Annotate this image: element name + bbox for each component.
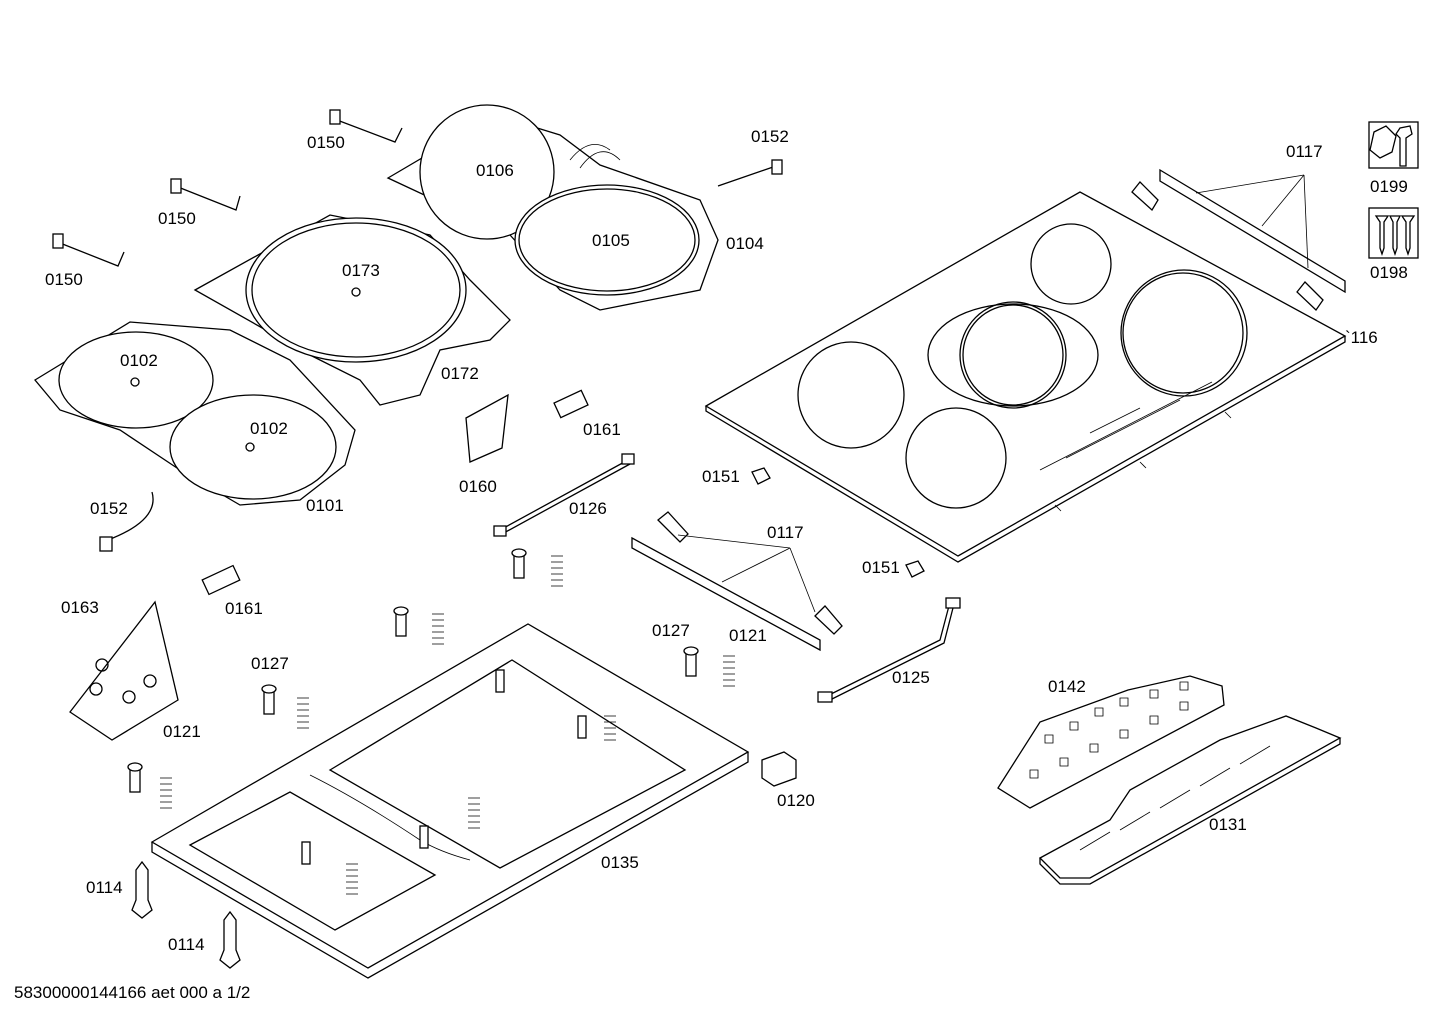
housing-0131 xyxy=(1038,715,1342,885)
cooktop-glass xyxy=(704,191,1347,563)
label-0142: 0142 xyxy=(1048,677,1086,696)
label-0161-b: 0161 xyxy=(225,599,263,618)
label-0117-a: 0117 xyxy=(1286,142,1323,161)
heating-plate-0172 xyxy=(193,214,511,406)
pcb-0142 xyxy=(997,675,1225,809)
screw-bag-0163 xyxy=(69,600,179,741)
label-0172: 0172 xyxy=(441,364,479,383)
label-0105: 0105 xyxy=(592,231,630,250)
bracket-0117-top xyxy=(1131,168,1346,311)
feet-and-springs xyxy=(127,548,735,969)
label-0127-b: 0127 xyxy=(251,654,289,673)
label-0131: 0131 xyxy=(1209,815,1247,834)
document-footer: 58300000144166 aet 000 a 1/2 xyxy=(14,983,251,1002)
label-0106: 0106 xyxy=(476,161,514,180)
label-0150-c: 0150 xyxy=(45,270,83,289)
label-0135: 0135 xyxy=(601,853,639,872)
label-0116: `116 xyxy=(1345,328,1378,347)
label-0173: 0173 xyxy=(342,261,380,280)
label-0151-b: 0151 xyxy=(862,558,900,577)
label-0126: 0126 xyxy=(569,499,607,518)
wrench-icon xyxy=(1368,121,1419,169)
misc-parts xyxy=(201,389,961,703)
label-0125: 0125 xyxy=(892,668,930,687)
label-0121-a: 0121 xyxy=(729,626,767,645)
label-0101: 0101 xyxy=(306,496,344,515)
label-0150-b: 0150 xyxy=(158,209,196,228)
label-0121-b: 0121 xyxy=(163,722,201,741)
label-0151-a: 0151 xyxy=(702,467,740,486)
cable-parts xyxy=(52,109,783,552)
bracket-0117-middle xyxy=(631,511,843,652)
frame-0135 xyxy=(150,623,750,979)
label-0102-a: 0102 xyxy=(120,351,158,370)
screws-icon xyxy=(1368,207,1419,259)
label-0152-b: 0152 xyxy=(90,499,128,518)
label-0114-a: 0114 xyxy=(86,878,123,897)
label-0198: 0198 xyxy=(1370,263,1408,282)
label-0150-a: 0150 xyxy=(307,133,345,152)
label-0117-b: 0117 xyxy=(767,523,804,542)
label-0127-a: 0127 xyxy=(652,621,690,640)
heating-plate-0104 xyxy=(386,104,719,311)
label-0114-b: 0114 xyxy=(168,935,205,954)
label-0102-b: 0102 xyxy=(250,419,288,438)
label-0152-a: 0152 xyxy=(751,127,789,146)
label-0161-a: 0161 xyxy=(583,420,621,439)
label-0104: 0104 xyxy=(726,234,764,253)
label-0199: 0199 xyxy=(1370,177,1408,196)
label-0120: 0120 xyxy=(777,791,815,810)
heating-plate-0101 xyxy=(34,321,356,506)
label-0163: 0163 xyxy=(61,598,99,617)
clip-0120 xyxy=(761,751,797,787)
label-0160: 0160 xyxy=(459,477,497,496)
